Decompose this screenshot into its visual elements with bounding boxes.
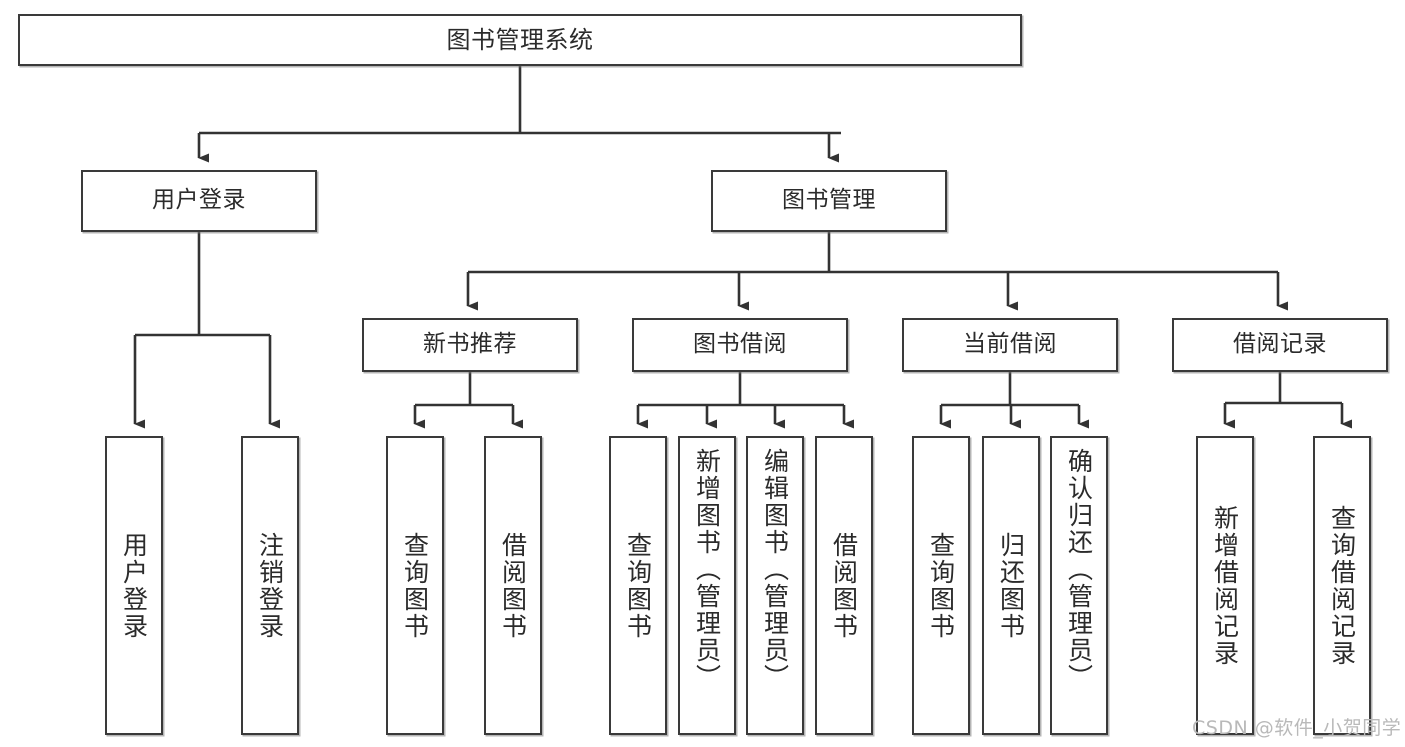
node-leaf-add-record[interactable]: 新增借阅记录 [1196, 436, 1254, 735]
node-root[interactable]: 图书管理系统 [18, 14, 1022, 66]
node-user-login[interactable]: 用户登录 [81, 170, 317, 232]
node-leaf-add-book[interactable]: 新增图书（管理员） [678, 436, 736, 735]
node-leaf-query-book-1-label: 查询图书 [400, 531, 430, 640]
node-book-borrow[interactable]: 图书借阅 [632, 318, 848, 372]
node-leaf-return-book[interactable]: 归还图书 [982, 436, 1040, 735]
node-leaf-query-book-3[interactable]: 查询图书 [912, 436, 970, 735]
node-leaf-edit-book-label: 编辑图书（管理员） [760, 448, 790, 691]
node-leaf-add-book-label: 新增图书（管理员） [692, 448, 722, 691]
node-leaf-add-record-label: 新增借阅记录 [1210, 504, 1240, 667]
node-leaf-confirm-return[interactable]: 确认归还（管理员） [1050, 436, 1108, 735]
node-borrow-record[interactable]: 借阅记录 [1172, 318, 1388, 372]
csdn-watermark: CSDN @软件_小贺同学 [1192, 717, 1402, 739]
node-leaf-query-book-2[interactable]: 查询图书 [609, 436, 667, 735]
node-book-borrow-label: 图书借阅 [693, 331, 787, 358]
node-leaf-confirm-return-label: 确认归还（管理员） [1064, 448, 1094, 691]
node-borrow-record-label: 借阅记录 [1233, 331, 1327, 358]
node-leaf-borrow-book-1[interactable]: 借阅图书 [484, 436, 542, 735]
node-leaf-query-book-3-label: 查询图书 [926, 531, 956, 640]
node-leaf-user-logout-label: 注销登录 [255, 531, 285, 640]
node-leaf-query-record-label: 查询借阅记录 [1327, 504, 1357, 667]
node-leaf-user-login-label: 用户登录 [119, 531, 149, 640]
node-leaf-edit-book[interactable]: 编辑图书（管理员） [746, 436, 804, 735]
node-leaf-query-book-1[interactable]: 查询图书 [386, 436, 444, 735]
node-root-label: 图书管理系统 [446, 25, 594, 54]
node-leaf-user-login[interactable]: 用户登录 [105, 436, 163, 735]
node-new-book-rec[interactable]: 新书推荐 [362, 318, 578, 372]
node-leaf-query-record[interactable]: 查询借阅记录 [1313, 436, 1371, 735]
node-leaf-user-logout[interactable]: 注销登录 [241, 436, 299, 735]
node-leaf-borrow-book-2-label: 借阅图书 [829, 531, 859, 640]
node-leaf-return-book-label: 归还图书 [996, 531, 1026, 640]
node-book-manage[interactable]: 图书管理 [711, 170, 947, 232]
node-leaf-query-book-2-label: 查询图书 [623, 531, 653, 640]
node-book-manage-label: 图书管理 [782, 187, 876, 214]
node-current-borrow[interactable]: 当前借阅 [902, 318, 1118, 372]
node-user-login-label: 用户登录 [152, 187, 246, 214]
node-leaf-borrow-book-2[interactable]: 借阅图书 [815, 436, 873, 735]
node-new-book-rec-label: 新书推荐 [423, 331, 517, 358]
node-current-borrow-label: 当前借阅 [963, 331, 1057, 358]
node-leaf-borrow-book-1-label: 借阅图书 [498, 531, 528, 640]
